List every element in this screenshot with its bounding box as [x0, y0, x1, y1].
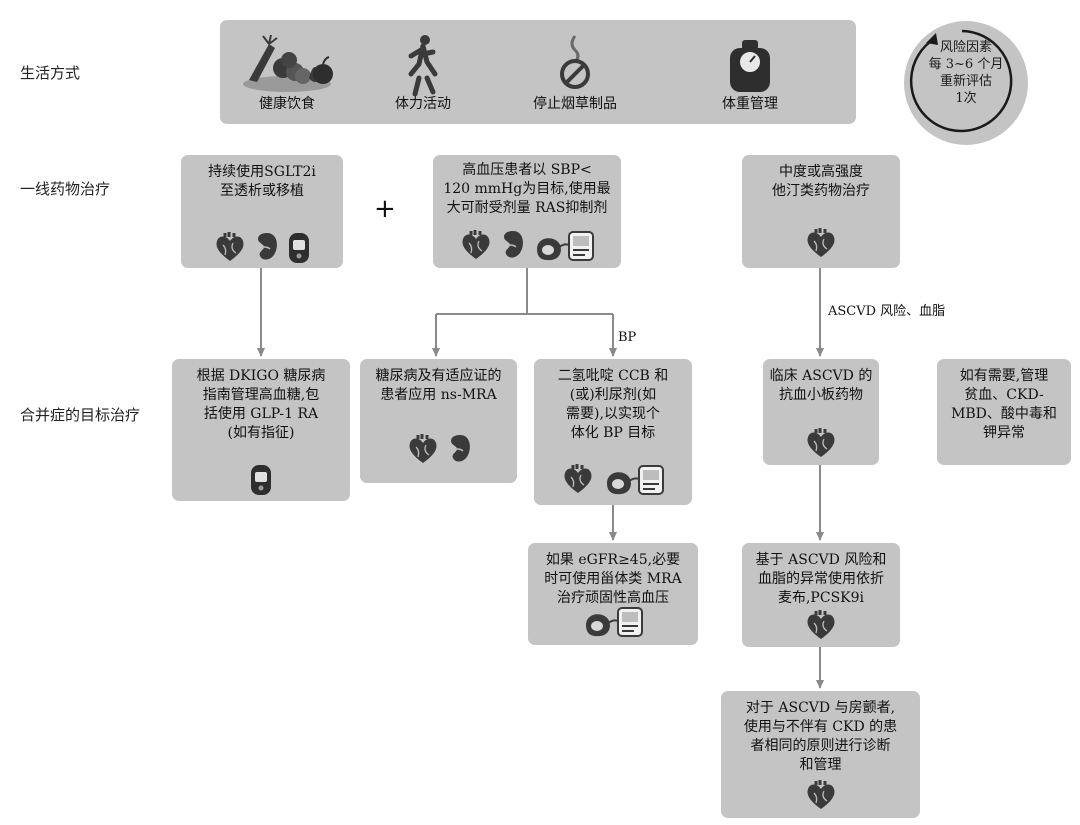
box-ccb-diuretic-text: 二氢吡啶 CCB 和 (或)利尿剂(如 需要),以实现个 体化 BP 目标: [557, 368, 669, 441]
box-steroidal-mra: 如果 eGFR≥45,必要 时可使用甾体类 MRA 治疗顽固性高血压: [528, 543, 698, 645]
heart-icon: [216, 232, 244, 261]
box-ns-mra-text: 糖尿病及有适应证的 患者应用 ns-MRA: [375, 368, 502, 403]
lifestyle-bar: 健康饮食 体力活动 停止烟草制品 体重管理: [220, 20, 856, 124]
icon-row: [172, 463, 350, 497]
running-person-icon: [408, 35, 438, 97]
box-ras-inhibitor: 高血压患者以 SBP< 120 mmHg为目标,使用最 大可耐受剂量 RAS抑制…: [433, 155, 621, 268]
kidney-icon: [504, 231, 523, 258]
glucose-meter-icon: [289, 233, 309, 263]
icon-row: [742, 227, 900, 259]
heart-icon: [564, 464, 592, 493]
icon-row: [763, 427, 879, 459]
heart-icon: [409, 434, 436, 463]
heart-icon: [807, 428, 835, 457]
healthy-food-icon: [243, 34, 333, 92]
kidney-icon: [450, 435, 470, 462]
bp-monitor-icon: [607, 465, 664, 495]
lifestyle-weight-management: 体重管理: [695, 20, 805, 120]
icon-row: [721, 779, 920, 811]
box-antiplatelet-text: 临床 ASCVD 的 抗血小板药物: [769, 368, 873, 403]
plus-sign: +: [374, 194, 396, 224]
box-anemia-ckd-mbd-text: 如有需要,管理 贫血、CKD- MBD、酸中毒和 钾异常: [951, 368, 1057, 441]
box-ezetimibe-pcsk9i-text: 基于 ASCVD 风险和 血脂的异常使用依折 麦布,PCSK9i: [755, 552, 887, 606]
box-ascvd-af-text: 对于 ASCVD 与房颤者, 使用与不伴有 CKD 的患 者相同的原则进行诊断 …: [743, 700, 898, 773]
heart-icon: [462, 230, 490, 259]
box-ezetimibe-pcsk9i: 基于 ASCVD 风险和 血脂的异常使用依折 麦布,PCSK9i: [742, 543, 900, 647]
edge-label-bp: BP: [618, 330, 637, 345]
row-label-lifestyle: 生活方式: [20, 64, 81, 82]
box-ascvd-af: 对于 ASCVD 与房颤者, 使用与不伴有 CKD 的患 者相同的原则进行诊断 …: [721, 691, 920, 818]
lifestyle-healthy-diet: 健康饮食: [232, 20, 342, 120]
box-anemia-ckd-mbd: 如有需要,管理 贫血、CKD- MBD、酸中毒和 钾异常: [937, 359, 1071, 465]
icon-row: [360, 433, 517, 465]
kidney-icon: [258, 233, 277, 260]
cycle-arrow-icon: [909, 29, 1013, 133]
edge-label-ascvd-lipid: ASCVD 风险、血脂: [828, 304, 946, 319]
box-statin: 中度或高强度 他汀类药物治疗: [742, 155, 900, 268]
icon-row: [181, 231, 343, 265]
icon-row: [534, 463, 692, 497]
box-ras-inhibitor-text: 高血压患者以 SBP< 120 mmHg为目标,使用最 大可耐受剂量 RAS抑制…: [443, 162, 611, 216]
risk-reassessment-cycle: 风险因素 每 3~6 个月 重新评估 1次: [904, 21, 1028, 145]
glucose-meter-icon: [251, 465, 271, 495]
bp-monitor-icon: [537, 231, 594, 261]
box-sglt2i: 持续使用SGLT2i 至透析或移植: [181, 155, 343, 268]
icon-row: [742, 609, 900, 641]
box-ns-mra: 糖尿病及有适应证的 患者应用 ns-MRA: [360, 359, 517, 483]
box-kdigo-glycemia-text: 根据 DKIGO 糖尿病 指南管理高血糖,包 括使用 GLP-1 RA (如有指…: [196, 368, 326, 441]
lifestyle-stop-tobacco-label: 停止烟草制品: [533, 96, 617, 112]
no-smoking-icon: [560, 35, 590, 89]
lifestyle-physical-activity: 体力活动: [368, 20, 478, 120]
risk-cycle-line4: 1次: [955, 91, 977, 106]
icon-row: [433, 229, 621, 263]
row-label-comorbidity: 合并症的目标治疗: [20, 406, 141, 424]
lifestyle-stop-tobacco: 停止烟草制品: [505, 20, 645, 120]
box-kdigo-glycemia: 根据 DKIGO 糖尿病 指南管理高血糖,包 括使用 GLP-1 RA (如有指…: [172, 359, 350, 501]
icon-row: [528, 605, 698, 639]
heart-icon: [807, 228, 835, 257]
box-steroidal-mra-text: 如果 eGFR≥45,必要 时可使用甾体类 MRA 治疗顽固性高血压: [544, 552, 682, 606]
lifestyle-healthy-diet-label: 健康饮食: [259, 96, 315, 112]
box-sglt2i-text: 持续使用SGLT2i 至透析或移植: [208, 164, 316, 199]
box-ccb-diuretic: 二氢吡啶 CCB 和 (或)利尿剂(如 需要),以实现个 体化 BP 目标: [534, 359, 692, 505]
risk-cycle-line2: 每 3~6 个月: [928, 57, 1004, 72]
heart-icon: [807, 610, 835, 639]
heart-icon: [807, 780, 834, 809]
box-statin-text: 中度或高强度 他汀类药物治疗: [772, 164, 870, 199]
risk-cycle-line1: 风险因素: [939, 40, 992, 55]
risk-cycle-line3: 重新评估: [939, 74, 992, 89]
lifestyle-weight-management-label: 体重管理: [722, 96, 778, 112]
row-label-first-line: 一线药物治疗: [20, 180, 111, 198]
lifestyle-physical-activity-label: 体力活动: [395, 96, 451, 112]
bp-monitor-icon: [586, 607, 643, 637]
box-antiplatelet: 临床 ASCVD 的 抗血小板药物: [763, 359, 879, 465]
scale-icon: [730, 40, 770, 92]
